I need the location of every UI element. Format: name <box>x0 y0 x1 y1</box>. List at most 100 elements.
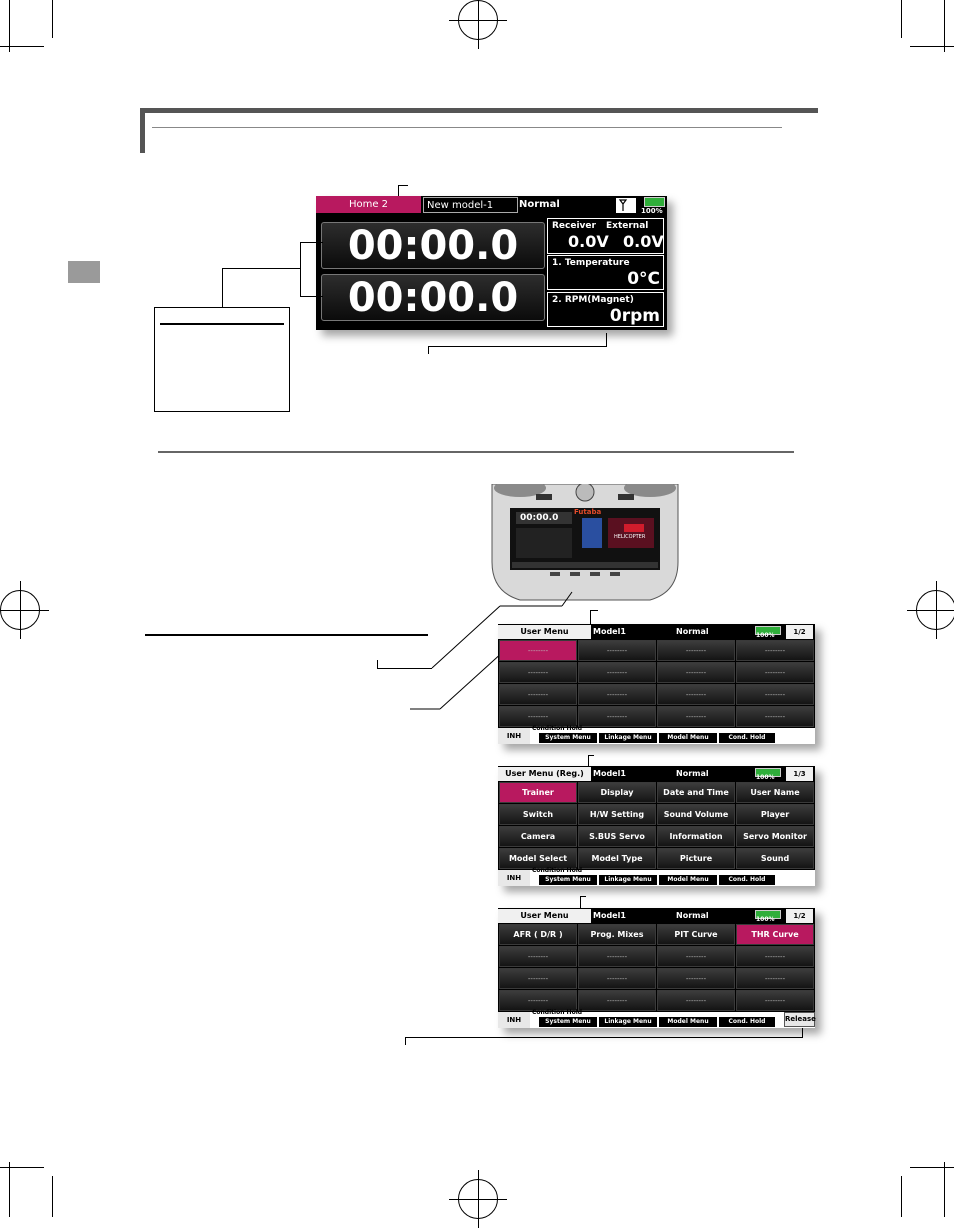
menu-cell-camera[interactable]: Camera <box>499 826 577 847</box>
condition-name: Normal <box>519 199 560 210</box>
menu-cell[interactable]: -------- <box>499 946 577 967</box>
timer-1[interactable]: 00:00.0 <box>321 222 545 269</box>
menu-cell[interactable]: -------- <box>736 706 814 727</box>
menu-cell-pit-curve[interactable]: PIT Curve <box>657 924 735 945</box>
linkage-menu-button[interactable]: Linkage Menu <box>599 875 657 885</box>
inh-button[interactable]: INH <box>498 1012 530 1028</box>
menu-cell-player[interactable]: Player <box>736 804 814 825</box>
home-tab[interactable]: Home 2 <box>316 196 421 213</box>
menu-cell[interactable]: -------- <box>499 968 577 989</box>
page-button[interactable]: 1/2 <box>786 909 813 923</box>
menu-cell[interactable]: -------- <box>657 968 735 989</box>
system-menu-button[interactable]: System Menu <box>539 875 597 885</box>
side-tab-marker <box>68 261 100 283</box>
menu-cell[interactable]: -------- <box>578 990 656 1011</box>
section-divider <box>158 451 794 453</box>
model-menu-button[interactable]: Model Menu <box>659 733 717 743</box>
temperature-box[interactable]: 1. Temperature 0°C <box>547 255 664 290</box>
menu-cell-thr-curve[interactable]: THR Curve <box>736 924 814 945</box>
menu-cell-switch[interactable]: Switch <box>499 804 577 825</box>
menu-cell[interactable]: -------- <box>578 640 656 661</box>
menu-cell[interactable]: -------- <box>657 990 735 1011</box>
rpm-box[interactable]: 2. RPM(Magnet) 0rpm <box>547 292 664 327</box>
inh-button[interactable]: INH <box>498 728 530 744</box>
menu-cell-sound[interactable]: Sound <box>736 848 814 869</box>
cond-hold-button[interactable]: Cond. Hold <box>719 875 775 885</box>
menu-cell[interactable]: -------- <box>657 662 735 683</box>
page-button[interactable]: 1/2 <box>786 625 813 639</box>
menu-cell[interactable]: -------- <box>499 662 577 683</box>
menu-cell[interactable]: -------- <box>578 706 656 727</box>
release-button[interactable]: Release <box>784 1012 816 1027</box>
battery-icon <box>644 197 665 207</box>
menu-title: User Menu <box>498 909 591 923</box>
menu-cell[interactable]: -------- <box>736 662 814 683</box>
system-menu-button[interactable]: System Menu <box>539 1017 597 1027</box>
menu-cell[interactable]: -------- <box>578 968 656 989</box>
menu-condition: Normal <box>676 627 709 636</box>
menu-cell-information[interactable]: Information <box>657 826 735 847</box>
model-name[interactable]: New model-1 <box>423 197 518 213</box>
condition-hold-label: Condition Hold <box>532 867 583 874</box>
menu-footer: INH Condition Hold System Menu Linkage M… <box>498 867 815 886</box>
system-menu-button[interactable]: System Menu <box>539 733 597 743</box>
cond-hold-button[interactable]: Cond. Hold <box>719 733 775 743</box>
menu-cell[interactable]: -------- <box>578 946 656 967</box>
battery-percent: 100% <box>641 207 663 215</box>
condition-hold-label: Condition Hold <box>532 725 583 732</box>
menu-cell[interactable]: -------- <box>578 684 656 705</box>
menu-cell-model-select[interactable]: Model Select <box>499 848 577 869</box>
menu-cell-user-name[interactable]: User Name <box>736 782 814 803</box>
menu-cell-trainer[interactable]: Trainer <box>499 782 577 803</box>
rpm-value: 0rpm <box>609 306 660 326</box>
menu-title: User Menu <box>498 625 591 639</box>
menu-cell-display[interactable]: Display <box>578 782 656 803</box>
menu-cell[interactable]: -------- <box>499 990 577 1011</box>
menu-cell-model-type[interactable]: Model Type <box>578 848 656 869</box>
home-screen: Home 2 New model-1 Normal 100% 00:00.0 0… <box>316 196 667 330</box>
cond-hold-button[interactable]: Cond. Hold <box>719 1017 775 1027</box>
battery-icon <box>755 910 781 919</box>
user-menu-screen-1: User Menu Model1 Normal 100% 1/2 -------… <box>498 624 815 744</box>
menu-model: Model1 <box>593 911 626 920</box>
menu-cell-hw-setting[interactable]: H/W Setting <box>578 804 656 825</box>
menu-cell[interactable]: -------- <box>578 662 656 683</box>
menu-cell[interactable]: -------- <box>736 640 814 661</box>
linkage-menu-button[interactable]: Linkage Menu <box>599 733 657 743</box>
menu-header: User Menu Model1 Normal 100% 1/2 <box>498 624 815 640</box>
rpm-label: 2. RPM(Magnet) <box>552 295 634 305</box>
info-box-divider <box>160 323 284 325</box>
external-label: External <box>606 221 649 231</box>
menu-cell-sbus-servo[interactable]: S.BUS Servo <box>578 826 656 847</box>
menu-cell-sound-volume[interactable]: Sound Volume <box>657 804 735 825</box>
menu-cell[interactable]: -------- <box>499 706 577 727</box>
battery-percent: 100% <box>756 774 775 781</box>
menu-cell-afr[interactable]: AFR ( D/R ) <box>499 924 577 945</box>
menu-cell[interactable]: -------- <box>499 684 577 705</box>
menu-cell[interactable]: -------- <box>736 684 814 705</box>
menu-cell-picture[interactable]: Picture <box>657 848 735 869</box>
header-side-bar <box>140 108 145 153</box>
menu-model: Model1 <box>593 627 626 636</box>
receiver-voltage-box[interactable]: Receiver External 0.0V 0.0V <box>547 218 664 254</box>
menu-cell-date-time[interactable]: Date and Time <box>657 782 735 803</box>
menu-cell[interactable]: -------- <box>657 684 735 705</box>
model-menu-button[interactable]: Model Menu <box>659 1017 717 1027</box>
menu-cell[interactable]: -------- <box>736 968 814 989</box>
menu-cell[interactable]: -------- <box>736 946 814 967</box>
menu-cell[interactable]: -------- <box>657 640 735 661</box>
menu-cell[interactable]: -------- <box>736 990 814 1011</box>
linkage-menu-button[interactable]: Linkage Menu <box>599 1017 657 1027</box>
menu-cell[interactable]: -------- <box>657 706 735 727</box>
menu-cell[interactable]: -------- <box>657 946 735 967</box>
device-model: HELICOPTER <box>614 534 646 540</box>
menu-cell[interactable]: -------- <box>499 640 577 661</box>
timer-2[interactable]: 00:00.0 <box>321 274 545 321</box>
page-button[interactable]: 1/3 <box>786 767 813 781</box>
menu-cell-servo-monitor[interactable]: Servo Monitor <box>736 826 814 847</box>
transmitter-photo: 00:00.0 Futaba HELICOPTER <box>490 479 680 604</box>
menu-cell-prog-mixes[interactable]: Prog. Mixes <box>578 924 656 945</box>
inh-button[interactable]: INH <box>498 870 530 886</box>
header-bar <box>140 108 818 113</box>
model-menu-button[interactable]: Model Menu <box>659 875 717 885</box>
